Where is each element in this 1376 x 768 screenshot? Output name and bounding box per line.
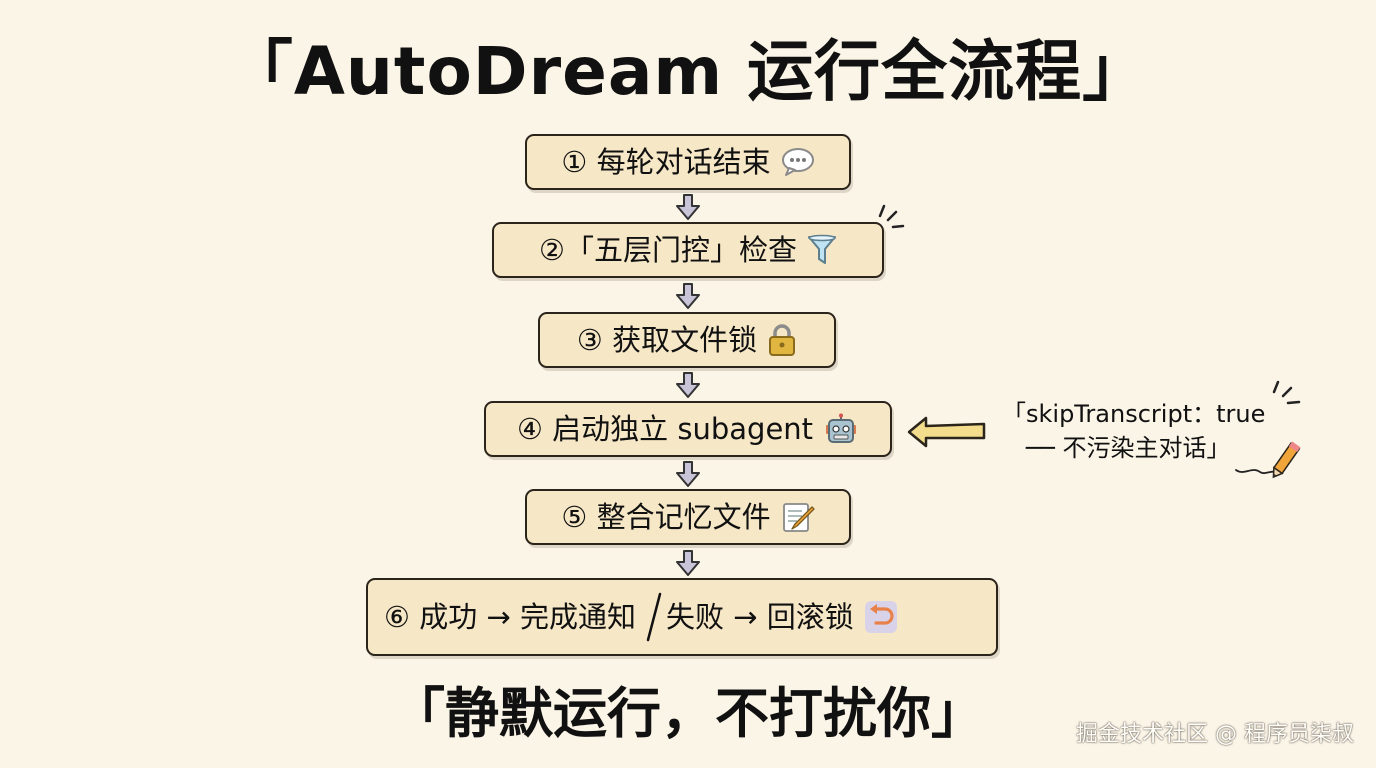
step-5-box: ⑤ 整合记忆文件 (525, 489, 851, 545)
undo-arrow-icon (864, 600, 898, 634)
divider-slash (646, 592, 662, 642)
note-pointer-arrow (907, 416, 986, 448)
diagram-title: 「AutoDream 运行全流程」 (226, 33, 1150, 110)
step-6-box: ⑥ 成功 → 完成通知 失败 → 回滚锁 (366, 578, 998, 656)
bottom-caption: 「静默运行，不打扰你」 (391, 682, 985, 745)
step-6-failure-label: 失败 → 回滚锁 (665, 599, 854, 634)
flow-arrow-2 (676, 283, 700, 309)
memo-pencil-icon (781, 501, 815, 533)
step-2-box: ②「五层门控」检查 (492, 222, 884, 278)
watermark: 掘金技术社区 @ 程序员柒叔 (1076, 722, 1354, 747)
flow-arrow-3 (676, 372, 700, 398)
step-6-success-label: ⑥ 成功 → 完成通知 (384, 599, 636, 634)
sparkle-marks-icon (878, 204, 905, 229)
funnel-icon (807, 234, 837, 266)
pencil-icon (1235, 441, 1301, 479)
skip-transcript-note: 「skipTranscript：true ── 不污染主对话」 (1002, 396, 1322, 486)
step-5-label: ⑤ 整合记忆文件 (561, 499, 771, 534)
step-3-box: ③ 获取文件锁 (538, 312, 836, 368)
step-2-label: ②「五层门控」检查 (539, 232, 797, 267)
padlock-icon (767, 323, 797, 357)
step-3-label: ③ 获取文件锁 (576, 322, 758, 357)
step-1-box: ① 每轮对话结束 (525, 134, 851, 190)
step-1-label: ① 每轮对话结束 (561, 144, 771, 179)
flow-arrow-5 (676, 550, 700, 576)
flow-arrow-1 (676, 194, 700, 220)
note-sparkle-marks-icon (1272, 380, 1301, 405)
step-4-label: ④ 启动独立 subagent (516, 411, 814, 446)
note-line-2: ── 不污染主对话」 (1026, 434, 1231, 462)
speech-bubble-icon (781, 147, 815, 177)
note-line-1: 「skipTranscript：true (1002, 400, 1266, 428)
flow-arrow-4 (676, 461, 700, 487)
step-4-box: ④ 启动独立 subagent (484, 401, 892, 457)
robot-icon (823, 413, 859, 445)
